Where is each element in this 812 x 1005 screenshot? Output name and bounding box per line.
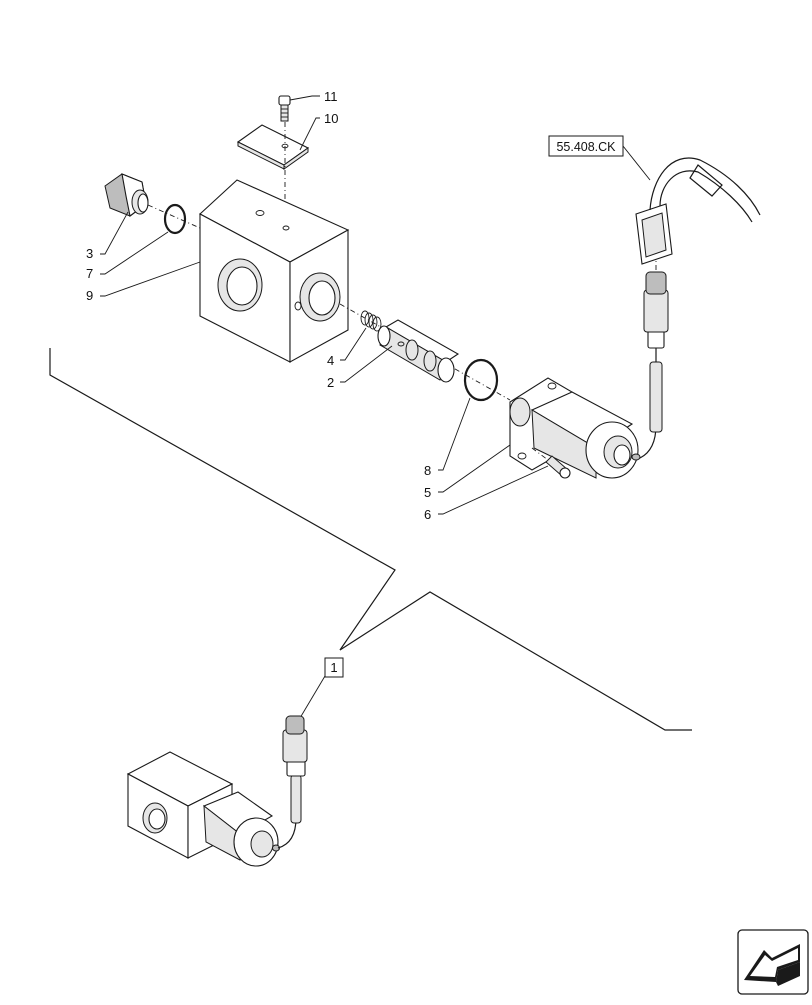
reference-box-label: 55.408.CK xyxy=(556,140,616,154)
spool-part xyxy=(377,319,460,383)
callout-9: 9 xyxy=(86,288,93,303)
detail-cut-lines xyxy=(49,348,692,731)
assembled-valve-view xyxy=(126,715,308,867)
spring-part xyxy=(360,310,382,332)
o-ring-large-part xyxy=(463,358,499,402)
plug-part xyxy=(104,173,149,217)
callouts: 11 10 3 7 9 4 2 8 5 6 xyxy=(86,89,549,522)
callout-7: 7 xyxy=(86,266,93,281)
valve-block-part xyxy=(199,179,350,363)
callout-1: 1 xyxy=(330,660,337,675)
wire-harness-top xyxy=(635,157,761,459)
arrow-return-icon[interactable] xyxy=(737,929,809,995)
callout-1-box: 1 xyxy=(299,657,344,719)
callout-3: 3 xyxy=(86,246,93,261)
screw-part xyxy=(278,95,291,122)
reference-box[interactable]: 55.408.CK xyxy=(548,135,651,181)
callout-8: 8 xyxy=(424,463,431,478)
solenoid-part xyxy=(509,377,641,479)
callout-6: 6 xyxy=(424,507,431,522)
callout-2: 2 xyxy=(327,375,334,390)
callout-11: 11 xyxy=(324,89,338,104)
callout-10: 10 xyxy=(324,111,338,126)
callout-4: 4 xyxy=(327,353,334,368)
plate-part xyxy=(236,124,310,170)
o-ring-part xyxy=(163,203,187,235)
screw-small-part xyxy=(531,447,571,479)
callout-5: 5 xyxy=(424,485,431,500)
